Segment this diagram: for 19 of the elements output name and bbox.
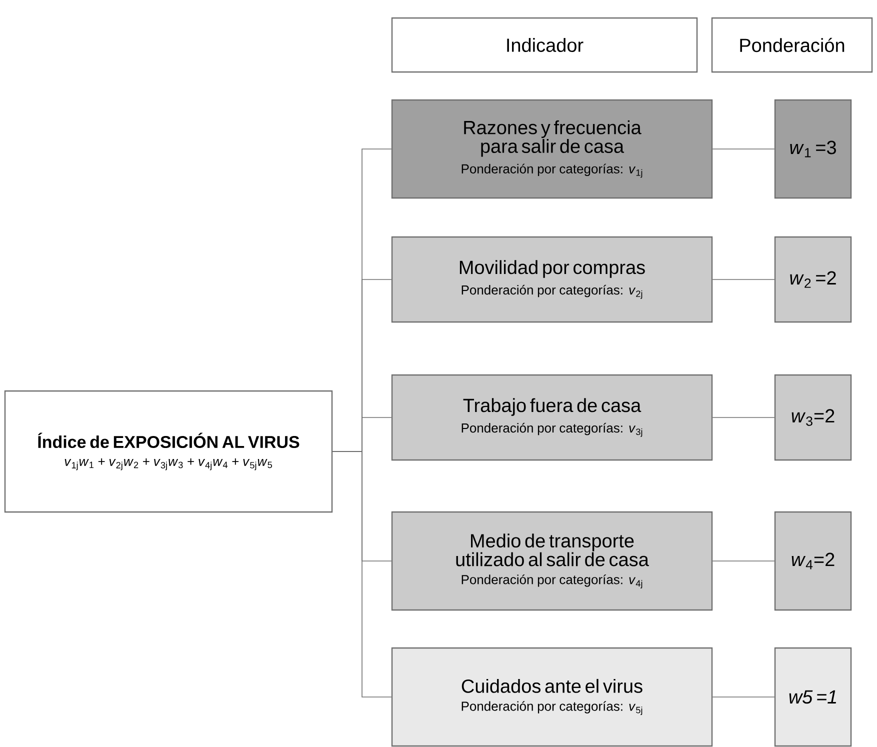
indicator-box: Medio de transporte utilizado al salir de casa Ponderación por categorías: v$_{4j}$ [391,511,713,611]
header-box: Indicador [391,17,698,73]
indicator-box: Razones y frecuencia para salir de casa Ponderación por categorías: v$_{1j}$ [391,99,713,199]
weight-box: w$_{2}$ =2 [774,236,852,323]
connector-line [712,417,775,418]
indicator-box: Trabajo fuera de casa Ponderación por categorías: v$_{3j}$ [391,374,713,461]
weight-box: w$_{1}$ =3 [774,99,852,199]
connector-line [712,560,775,562]
indicator-box: Movilidad por compras Ponderación por categorías: v$_{2j}$ [391,236,713,323]
connector-line [332,451,392,698]
connector-line [712,279,775,280]
weight-box: w5 =1 [774,647,852,747]
connector-line [712,148,775,150]
connector-line [712,696,775,698]
weight-box: w$_{4}$=2 [774,511,852,611]
header-box: Ponderación [711,17,873,73]
index-box: Índice de EXPOSICIÓN AL VIRUS v$_{1j}$w$_{1}$ + v$_{2j}$w$_{2}$ + v$_{3j}$w$_{3}$ + v$_{4j}$w$_{4}$ + v$_{5j}$w$_{5}$ [4,390,333,513]
indicator-box: Cuidados ante el virus Ponderación por categorías: v$_{5j}$ [391,647,713,747]
weight-box: w$_{3}$=2 [774,374,852,461]
